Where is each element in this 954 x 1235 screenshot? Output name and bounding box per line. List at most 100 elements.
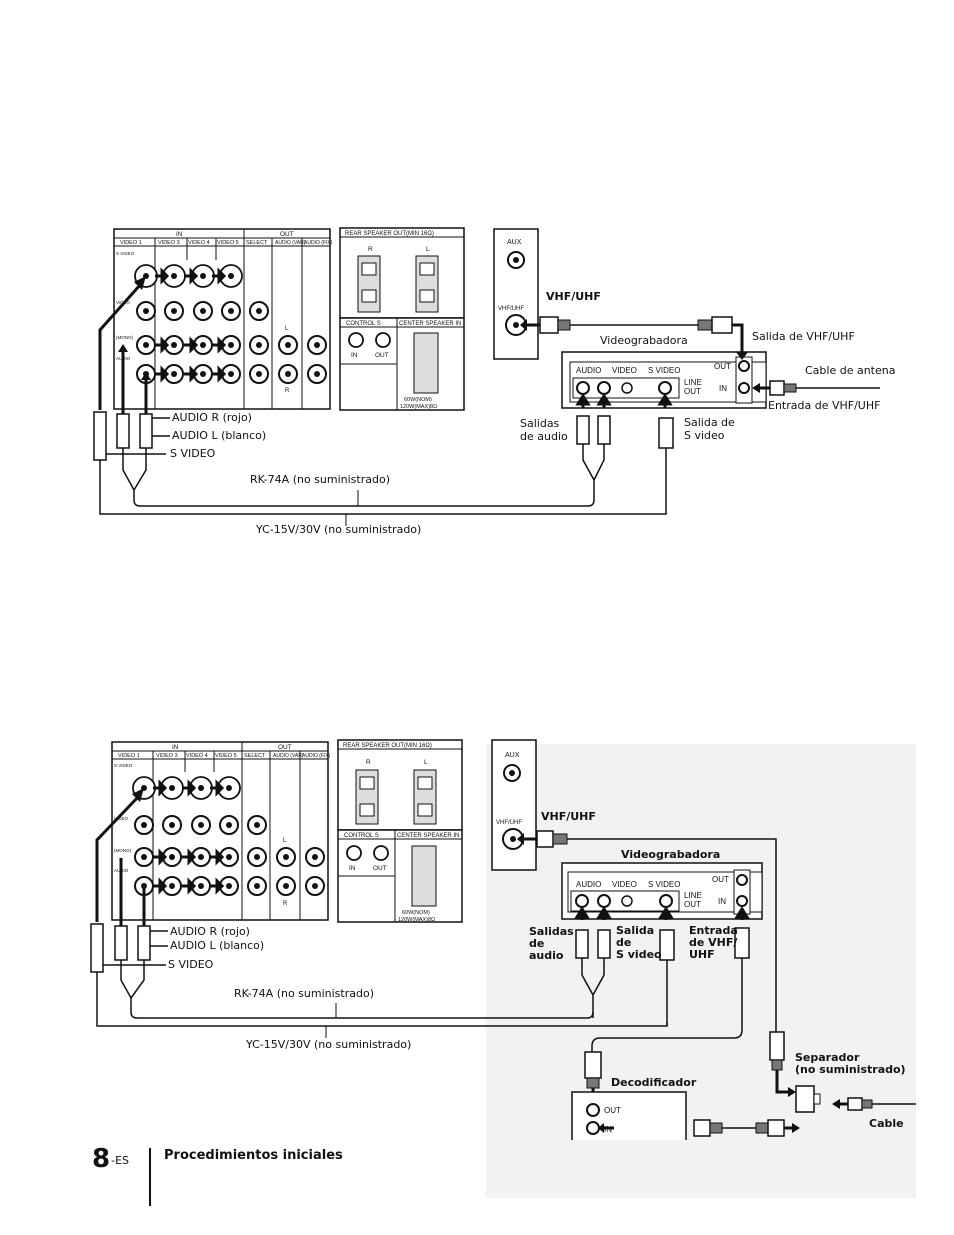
vcr-vhf-out-jack bbox=[736, 874, 748, 886]
rear-speaker-label: REAR SPEAKER OUT(MIN 16Ω) bbox=[343, 743, 432, 749]
panel-audio-var-label: AUDIO (VAR) bbox=[273, 753, 304, 759]
rear-speaker-r-label: R bbox=[366, 759, 371, 766]
panel-r-label: R bbox=[285, 388, 290, 394]
vcr-audio-r-jack bbox=[597, 894, 611, 908]
salida-label-2: de bbox=[616, 936, 631, 949]
panel-mono-label: (MONO) bbox=[116, 335, 133, 340]
separator-box bbox=[795, 1085, 815, 1113]
decoder-and-separator: OUT IN bbox=[571, 1031, 916, 1140]
rear-speaker-r-label: R bbox=[368, 246, 373, 253]
salida-label-3: S video bbox=[616, 948, 662, 961]
rk74a-label: RK-74A (no suministrado) bbox=[234, 987, 374, 1000]
entrada-label-1: Entrada bbox=[689, 924, 738, 937]
vcr-video-label: VIDEO bbox=[612, 880, 637, 889]
power-rating-nom: 60W(NOM) bbox=[404, 397, 432, 403]
salidas-label-2: de bbox=[529, 937, 544, 950]
vcr-rf-in-label: IN bbox=[719, 384, 727, 393]
power-rating-max: 120W(MAX)8Ω bbox=[398, 917, 435, 923]
connection-diagram-vcr: IN OUT VIDEO 1 VIDEO 3 VIDEO 4 VIDEO 5 S… bbox=[0, 0, 954, 560]
rf-cable bbox=[520, 316, 748, 360]
rear-speaker-l-label: L bbox=[424, 759, 428, 766]
panel-audio-fix-label: AUDIO (FIX) bbox=[304, 240, 333, 246]
panel-video3-label: VIDEO 3 bbox=[158, 240, 180, 246]
panel-video1-label: VIDEO 1 bbox=[120, 240, 142, 246]
page-number-suffix: -ES bbox=[111, 1154, 129, 1167]
decoder-out-jack bbox=[586, 1103, 600, 1117]
vcr-svideo-label: S VIDEO bbox=[648, 880, 680, 889]
cable-label: Cable bbox=[869, 1117, 904, 1130]
panel-in-label: IN bbox=[176, 231, 183, 238]
entrada-label-2: de VHF/ bbox=[689, 936, 738, 949]
panel-l-label: L bbox=[285, 326, 289, 332]
panel-select-label: SELECT bbox=[246, 240, 268, 246]
vcr-line-label: LINE bbox=[684, 378, 702, 387]
panel-out-label: OUT bbox=[278, 744, 292, 751]
vcr-output-cables bbox=[574, 906, 750, 1052]
panel-video4-label: VIDEO 4 bbox=[188, 240, 210, 246]
panel-r-label: R bbox=[283, 901, 288, 907]
vcr-video-jack bbox=[621, 382, 633, 394]
panel-l-label: L bbox=[283, 838, 287, 844]
vcr-audio-l-jack bbox=[576, 381, 590, 395]
control-s-in-label: IN bbox=[351, 352, 358, 359]
vcr-vhf-in-jack bbox=[736, 895, 748, 907]
speaker-panel: REAR SPEAKER OUT(MIN 16Ω) R L CONTROL S … bbox=[339, 227, 465, 411]
footer-divider bbox=[149, 1148, 151, 1206]
audio-r-label: AUDIO R (rojo) bbox=[170, 925, 250, 938]
center-speaker-terminal bbox=[411, 845, 437, 907]
salida-vhf-uhf-label: Salida de VHF/UHF bbox=[752, 330, 855, 343]
vhf-uhf-jack-label: VHF/UHF bbox=[498, 306, 524, 312]
salidas-audio-label-1: Salidas bbox=[520, 417, 560, 430]
salidas-label-3: audio bbox=[529, 949, 564, 962]
vcr-rf-out-label: OUT bbox=[712, 875, 729, 884]
vcr-audio-label: AUDIO bbox=[576, 880, 601, 889]
videograbadora-label: Videograbadora bbox=[600, 334, 688, 347]
videograbadora-label: Videograbadora bbox=[621, 848, 720, 861]
page-number-digit: 8 bbox=[92, 1144, 111, 1174]
vcr-vhf-in-jack bbox=[738, 382, 750, 394]
center-speaker-terminal bbox=[413, 332, 439, 394]
vcr-rf-out-label: OUT bbox=[714, 362, 731, 371]
panel-audio-var-label: AUDIO (VAR) bbox=[275, 240, 306, 246]
panel-audio-fix-label: AUDIO (FIX) bbox=[302, 753, 331, 759]
vcr-audio-label: AUDIO bbox=[576, 366, 601, 375]
panel-video3-label: VIDEO 3 bbox=[156, 753, 178, 759]
vcr-output-cables bbox=[575, 393, 674, 510]
tv-rear-panel: IN OUT VIDEO 1 VIDEO 3 VIDEO 4 VIDEO 5 S… bbox=[111, 741, 331, 921]
vcr-line-out-label: OUT bbox=[684, 900, 701, 909]
control-s-label: CONTROL S bbox=[346, 321, 381, 327]
tv-side-plugs bbox=[93, 276, 667, 526]
decodificador-label: Decodificador bbox=[611, 1076, 697, 1089]
vcr-video-jack bbox=[621, 895, 633, 907]
audio-l-label: AUDIO L (blanco) bbox=[170, 939, 264, 952]
antenna-jack-panel: AUX VHF/UHF bbox=[491, 739, 537, 871]
panel-video-label: VIDEO bbox=[114, 816, 129, 821]
separador-label-2: (no suministrado) bbox=[795, 1063, 906, 1076]
entrada-label-3: UHF bbox=[689, 948, 715, 961]
vcr-vhf-out-jack bbox=[738, 360, 750, 372]
power-rating-nom: 60W(NOM) bbox=[402, 910, 430, 916]
panel-select-label: SELECT bbox=[244, 753, 266, 759]
panel-out-label: OUT bbox=[280, 231, 294, 238]
cable-antena-label: Cable de antena bbox=[805, 364, 895, 377]
salida-svideo-label-2: S video bbox=[684, 429, 725, 442]
center-speaker-label: CENTER SPEAKER IN bbox=[399, 321, 461, 327]
yc15v-label: YC-15V/30V (no suministrado) bbox=[245, 1038, 411, 1051]
center-speaker-label: CENTER SPEAKER IN bbox=[397, 833, 459, 839]
aux-label: AUX bbox=[507, 239, 522, 246]
panel-video4-label: VIDEO 4 bbox=[186, 753, 208, 759]
antenna-jack-panel: AUX VHF/UHF bbox=[493, 228, 539, 360]
aux-label: AUX bbox=[505, 752, 520, 759]
yc15v-label: YC-15V/30V (no suministrado) bbox=[255, 523, 421, 536]
panel-video5-label: VIDEO 5 bbox=[215, 753, 237, 759]
vcr-svideo-label: S VIDEO bbox=[648, 366, 680, 375]
vcr-svideo-jack bbox=[658, 381, 672, 395]
page-number: 8-ES bbox=[92, 1144, 129, 1174]
panel-mono-label: (MONO) bbox=[114, 848, 131, 853]
vcr-audio-r-jack bbox=[597, 381, 611, 395]
vcr-line-label: LINE bbox=[684, 891, 702, 900]
salida-svideo-label-1: Salida de bbox=[684, 416, 735, 429]
vcr-rf-in-label: IN bbox=[718, 897, 726, 906]
diagram-decoder-svg: IN OUT VIDEO 1 VIDEO 3 VIDEO 4 VIDEO 5 S… bbox=[90, 739, 916, 1140]
control-s-out-label: OUT bbox=[375, 352, 389, 359]
